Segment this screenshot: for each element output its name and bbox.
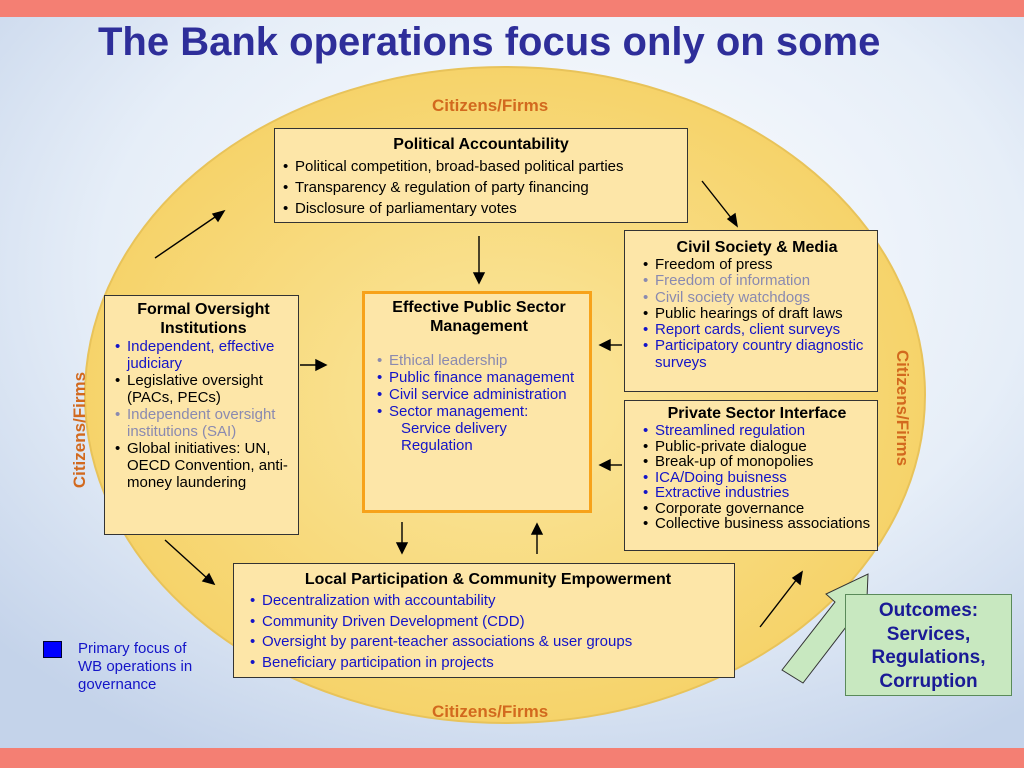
arrow-formal-to-local bbox=[164, 539, 216, 586]
private-item: ICA/Doing buisness bbox=[643, 469, 871, 486]
arrow-formal-to-effective bbox=[300, 358, 328, 372]
political-heading: Political Accountability bbox=[393, 136, 569, 153]
effective-item: Public finance management bbox=[377, 369, 581, 386]
top-stripe bbox=[0, 0, 1024, 17]
outcomes-line: Services, bbox=[886, 623, 971, 645]
arrow-local-to-effective bbox=[530, 522, 544, 554]
effective-sub-item: Service delivery bbox=[401, 420, 507, 437]
political-accountability-box: Political Accountability Political compe… bbox=[274, 128, 688, 223]
effective-item: Ethical leadership bbox=[377, 352, 581, 369]
effective-item: Sector management: bbox=[377, 403, 581, 420]
arrow-private-to-effective bbox=[598, 458, 622, 472]
outcomes-line: Corruption bbox=[879, 670, 978, 692]
page-title: The Bank operations focus only on some bbox=[98, 20, 881, 64]
bottom-stripe bbox=[0, 748, 1024, 768]
civil-society-media-box: Civil Society & Media Freedom of press F… bbox=[624, 230, 878, 392]
local-item: Oversight by parent-teacher associations… bbox=[250, 632, 726, 653]
formal-item: Global initiatives: UN, OECD Convention,… bbox=[115, 440, 292, 491]
formal-item: Independent, effective judiciary bbox=[115, 338, 292, 372]
outcomes-line: Outcomes: bbox=[878, 600, 979, 621]
arrow-political-to-civil bbox=[701, 180, 738, 228]
local-item: Beneficiary participation in projects bbox=[250, 653, 726, 674]
arrow-effective-to-local bbox=[395, 522, 409, 555]
private-item: Corporate governance bbox=[643, 500, 871, 517]
private-sector-box: Private Sector Interface Streamlined reg… bbox=[624, 400, 878, 551]
private-item: Collective business associations bbox=[643, 516, 871, 532]
local-participation-box: Local Participation & Community Empowerm… bbox=[233, 563, 735, 678]
civil-item: Freedom of information bbox=[643, 272, 871, 289]
effective-item: Civil service administration bbox=[377, 386, 581, 403]
civil-item: Report cards, client surveys bbox=[643, 321, 871, 338]
formal-oversight-box: Formal Oversight Institutions Independen… bbox=[104, 295, 299, 535]
local-heading: Local Participation & Community Empowerm… bbox=[304, 571, 672, 588]
effective-sub-item: Regulation bbox=[401, 437, 473, 454]
private-item: Public-private dialogue bbox=[643, 438, 871, 455]
local-item: Decentralization with accountability bbox=[250, 591, 726, 612]
citizens-label-left: Citizens/Firms bbox=[70, 371, 89, 489]
political-item: Political competition, broad-based polit… bbox=[283, 156, 679, 177]
political-item: Transparency & regulation of party finan… bbox=[283, 177, 679, 198]
civil-item: Freedom of press bbox=[643, 256, 871, 273]
civil-item: Participatory country diagnostic surveys bbox=[643, 338, 871, 371]
effective-heading: Effective Public Sector Management bbox=[392, 299, 566, 335]
legend-text: Primary focus of WB operations in govern… bbox=[78, 640, 193, 693]
formal-item: Legislative oversight (PACs, PECs) bbox=[115, 372, 292, 406]
legend-swatch bbox=[43, 641, 62, 658]
citizens-label-right: Citizens/Firms bbox=[893, 349, 912, 467]
effective-public-sector-box: Effective Public Sector Management Ethic… bbox=[362, 291, 592, 513]
local-item: Community Driven Development (CDD) bbox=[250, 612, 726, 633]
arrow-civil-to-effective bbox=[598, 338, 622, 352]
private-item: Extractive industries bbox=[643, 485, 871, 501]
political-item: Disclosure of parliamentary votes bbox=[283, 198, 679, 219]
arrow-local-to-private bbox=[759, 570, 803, 628]
private-heading: Private Sector Interface bbox=[667, 405, 847, 422]
formal-heading: Formal Oversight Institutions bbox=[137, 301, 270, 337]
citizens-label-bottom: Citizens/Firms bbox=[432, 702, 549, 721]
outcomes-line: Regulations, bbox=[871, 647, 986, 668]
private-item: Break-up of monopolies bbox=[643, 454, 871, 470]
arrow-formal-to-political bbox=[154, 209, 226, 259]
civil-item: Public hearings of draft laws bbox=[643, 305, 871, 322]
arrow-political-to-effective bbox=[472, 236, 486, 285]
citizens-label-top: Citizens/Firms bbox=[432, 96, 549, 115]
private-item: Streamlined regulation bbox=[643, 423, 871, 439]
civil-item: Civil society watchdogs bbox=[643, 289, 871, 306]
civil-heading: Civil Society & Media bbox=[676, 239, 838, 256]
outcomes-box: Outcomes: Services, Regulations, Corrupt… bbox=[845, 594, 1012, 696]
formal-item: Independent oversight institutions (SAI) bbox=[115, 406, 292, 440]
